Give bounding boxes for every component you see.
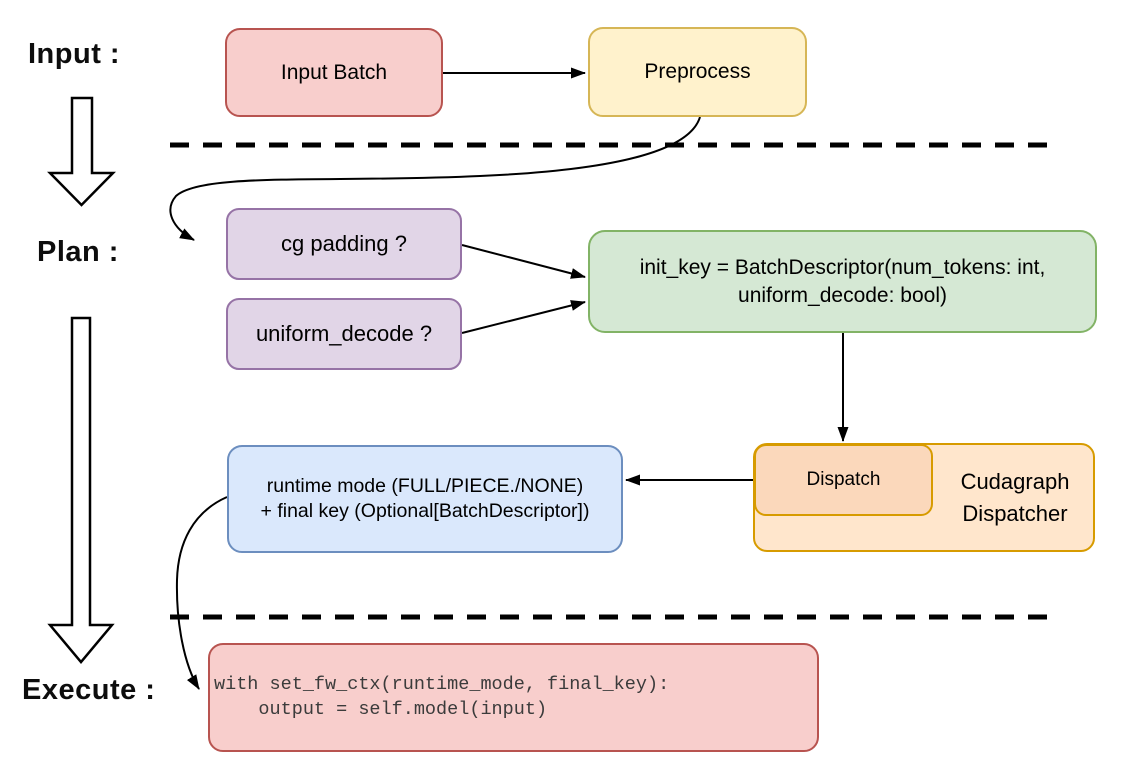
node-init-key-line1: init_key = BatchDescriptor(num_tokens: i…	[639, 256, 1046, 280]
node-uniform-decode-label: uniform_decode ?	[255, 320, 433, 346]
edge-runtime-to-executecode	[175, 496, 228, 690]
node-preprocess: Preprocess	[588, 27, 807, 117]
execute-code-line2: output = self.model(input)	[214, 698, 548, 720]
node-init-key: init_key = BatchDescriptor(num_tokens: i…	[588, 230, 1097, 333]
node-runtime-mode-line1: runtime mode (FULL/PIECE./NONE)	[266, 474, 584, 497]
node-cg-padding: cg padding ?	[226, 208, 462, 280]
cudagraph-label-line2: Dispatcher	[962, 500, 1068, 526]
node-cudagraph-dispatcher-label: Cudagraph Dispatcher	[940, 466, 1090, 530]
node-preprocess-label: Preprocess	[644, 60, 751, 84]
cudagraph-label-line1: Cudagraph	[960, 469, 1070, 494]
stage-label-execute: Execute :	[22, 674, 156, 706]
stage-arrow-plan-to-execute	[47, 316, 115, 664]
node-execute-code: with set_fw_ctx(runtime_mode, final_key)…	[208, 643, 819, 752]
node-runtime-mode-line2: + final key (Optional[BatchDescriptor])	[260, 500, 590, 522]
node-cg-padding-label: cg padding ?	[281, 230, 407, 256]
node-dispatch: Dispatch	[754, 444, 933, 516]
stage-label-plan: Plan :	[37, 236, 119, 268]
node-init-key-line2: uniform_decode: bool)	[738, 283, 947, 307]
edge-preprocess-to-cgpadding	[169, 116, 701, 241]
stage-arrow-input-to-plan	[47, 96, 116, 207]
node-input-batch-label: Input Batch	[280, 60, 388, 84]
node-input-batch: Input Batch	[225, 28, 443, 117]
edge-uniformdecode-to-initkey	[461, 300, 586, 334]
node-runtime-mode: runtime mode (FULL/PIECE./NONE) + final …	[227, 445, 623, 553]
node-uniform-decode: uniform_decode ?	[226, 298, 462, 370]
edge-cgpadding-to-initkey	[461, 244, 586, 279]
execute-code-line1: with set_fw_ctx(runtime_mode, final_key)…	[214, 673, 670, 695]
stage-label-input: Input :	[28, 38, 121, 70]
node-dispatch-label: Dispatch	[806, 468, 881, 490]
